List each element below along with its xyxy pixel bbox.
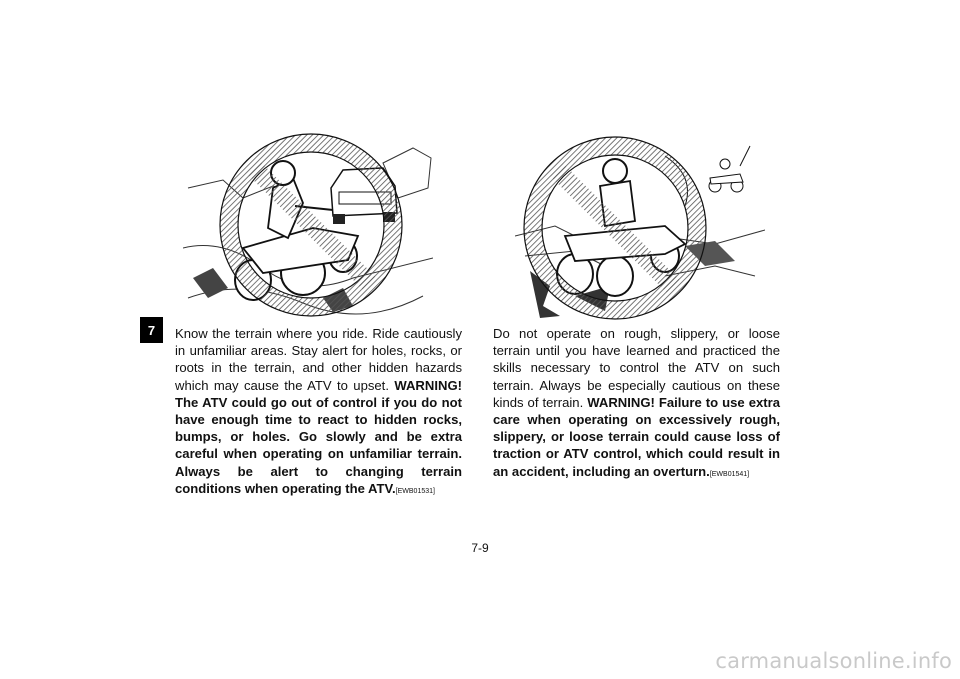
warning-code: [EWB01541] — [709, 470, 750, 478]
rough-terrain-text: Do not operate on rough, slippery, or lo… — [493, 325, 780, 483]
illustration-unfamiliar-terrain — [183, 128, 433, 318]
warning-text: WARNING! The ATV could go out of control… — [175, 377, 462, 496]
body-text: Do not operate on rough, slippery, or lo… — [493, 326, 780, 410]
paragraph: Know the terrain where you ride. Ride ca… — [175, 325, 462, 500]
terrain-caution-text: Know the terrain where you ride. Ride ca… — [175, 325, 462, 500]
warning-text: WARNING! Failure to use extra care when … — [493, 394, 781, 479]
paragraph: Do not operate on rough, slippery, or lo… — [493, 325, 780, 483]
prohibited-atv-rough-terrain-icon — [515, 136, 765, 320]
watermark: carmanualsonline.info — [715, 649, 952, 673]
warning-code: [EWB01531] — [395, 487, 435, 495]
page-number: 7-9 — [471, 541, 489, 555]
chapter-tab: 7 — [140, 317, 163, 343]
body-text: Know the terrain where you ride. Ride ca… — [175, 326, 462, 393]
prohibited-atv-terrain-icon — [183, 133, 433, 317]
illustration-rough-terrain — [515, 126, 765, 321]
